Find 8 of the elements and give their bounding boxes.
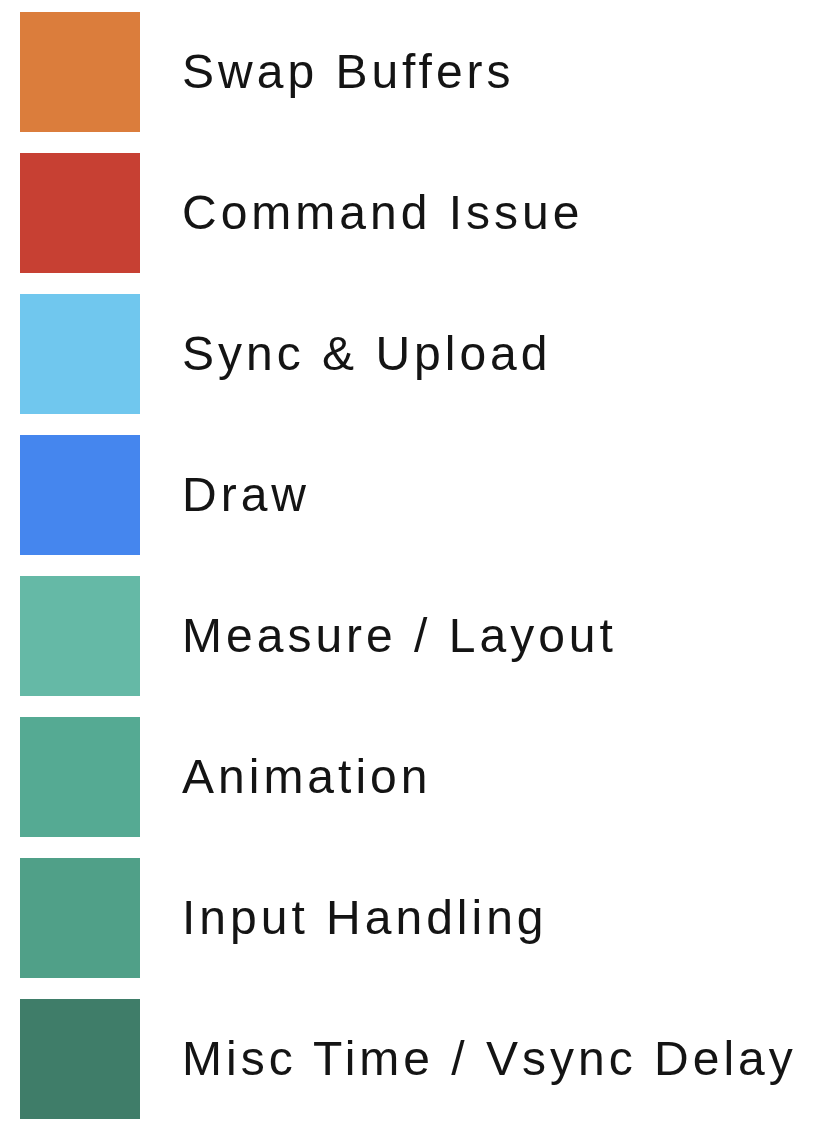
legend-label: Misc Time / Vsync Delay — [182, 1032, 797, 1086]
legend-label: Input Handling — [182, 891, 548, 945]
legend-label: Draw — [182, 468, 310, 522]
legend-label: Sync & Upload — [182, 327, 552, 381]
legend-label: Animation — [182, 750, 432, 804]
legend-label: Measure / Layout — [182, 609, 617, 663]
legend-label: Command Issue — [182, 186, 584, 240]
legend-label: Swap Buffers — [182, 45, 515, 99]
